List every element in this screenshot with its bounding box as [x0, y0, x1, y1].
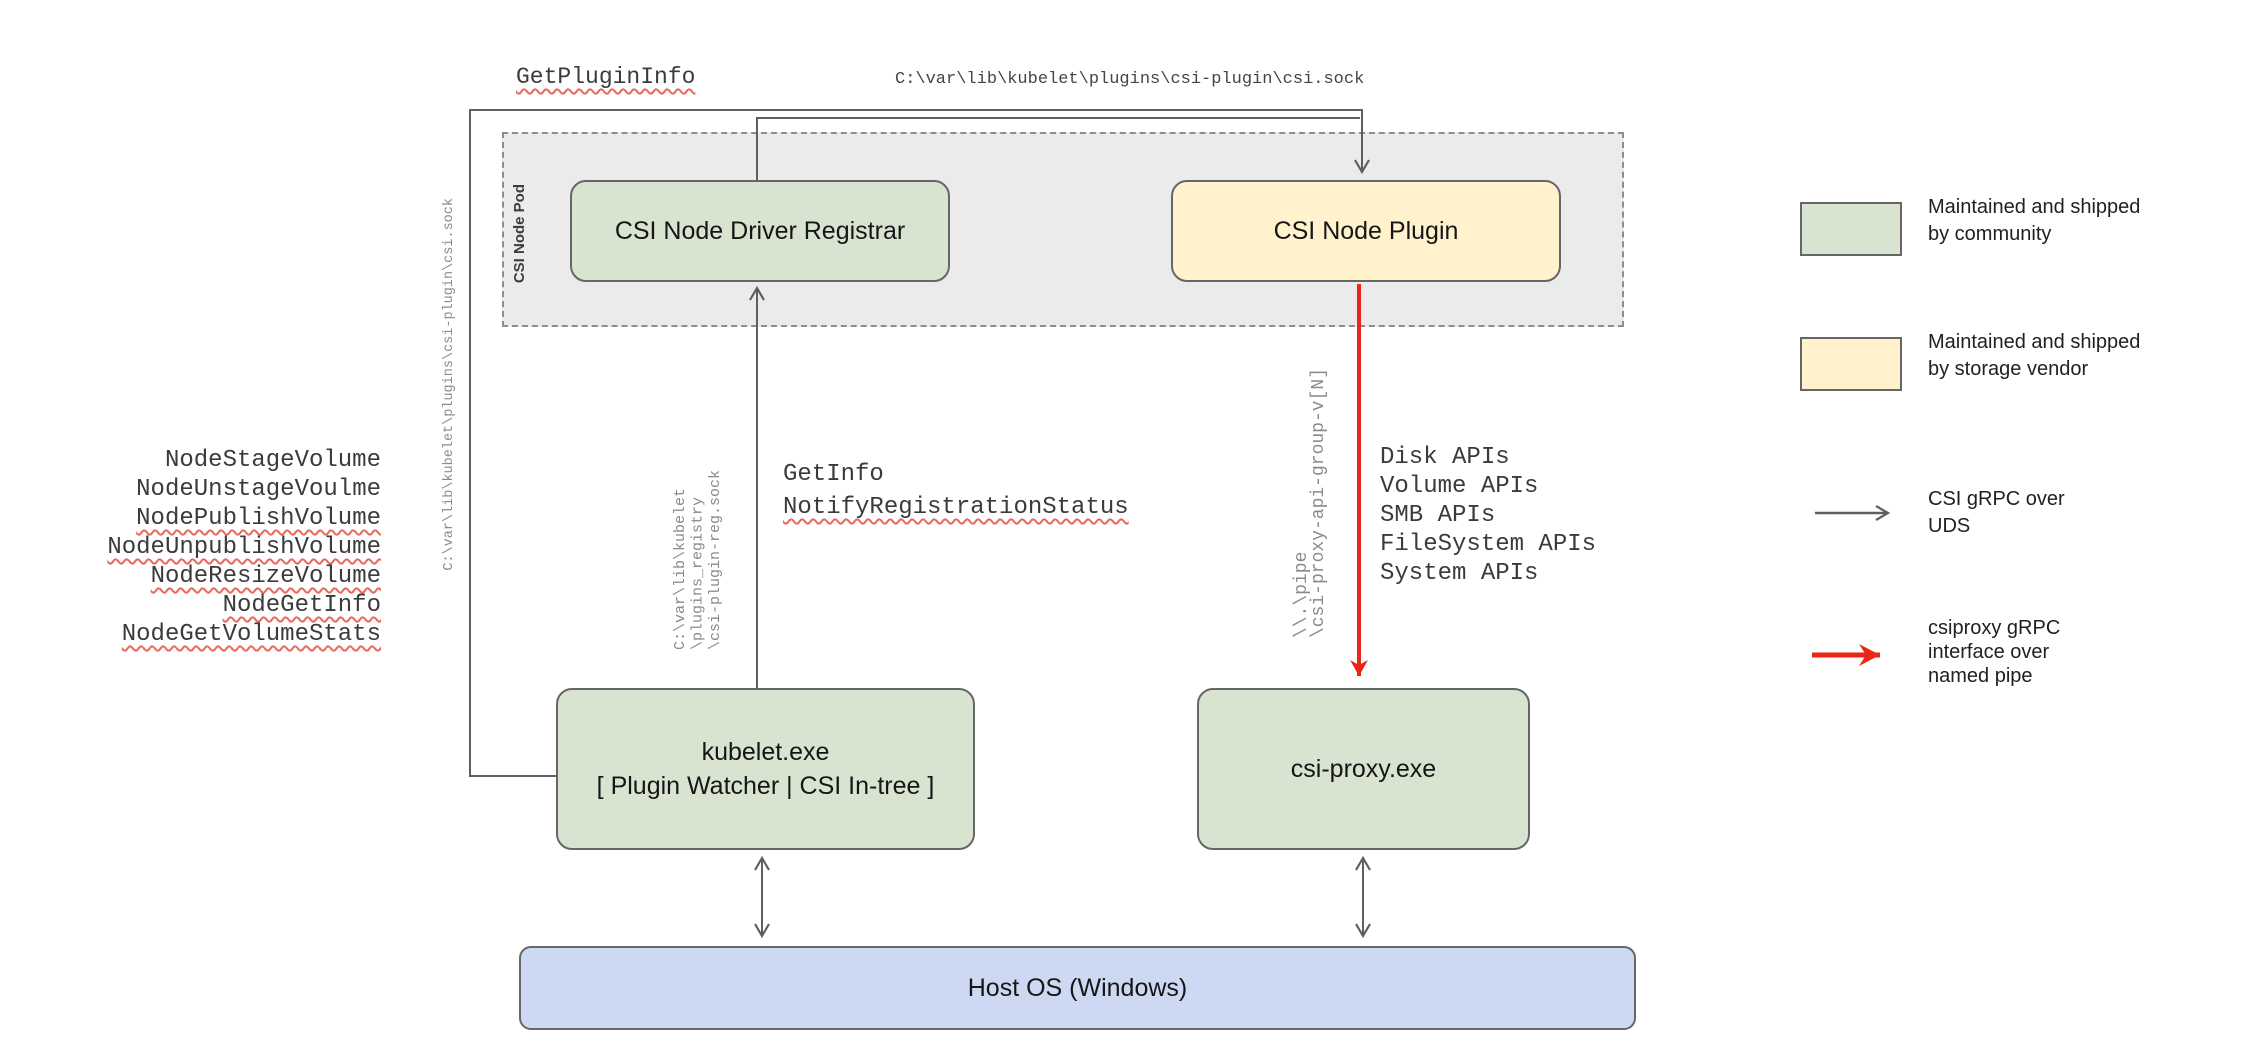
legend-vendor-text: Maintained and shipped by storage vendor: [1928, 331, 2141, 380]
get-info-label: GetInfo: [783, 461, 884, 488]
list-item: System APIs: [1380, 560, 1539, 587]
csi-node-plugin-box: CSI Node Plugin: [1171, 180, 1561, 282]
kubelet-label-line1: kubelet.exe: [701, 738, 830, 766]
list-item: NodeResizeVolume: [150, 563, 381, 590]
list-item: NodeUnstageVoulme: [136, 476, 381, 503]
list-item: Volume APIs: [1380, 473, 1539, 500]
csi-node-driver-registrar-box: CSI Node Driver Registrar: [570, 180, 950, 282]
list-item: NodeStageVolume: [164, 447, 381, 474]
csi-sock-path-top-label: C:\var\lib\kubelet\plugins\csi-plugin\cs…: [895, 70, 1365, 89]
kubelet-box: kubelet.exe [ Plugin Watcher | CSI In-tr…: [556, 688, 975, 850]
list-item: Disk APIs: [1380, 444, 1510, 471]
csi-sock-path-left-vertical-label: C:\var\lib\kubelet\plugins\csi-plugin\cs…: [442, 198, 457, 571]
registry-sock-path-vertical-label: C:\var\lib\kubelet \plugins_registry \cs…: [672, 470, 724, 651]
list-item: NodePublishVolume: [136, 505, 381, 532]
list-item: NodeUnpublishVolume: [107, 534, 381, 561]
named-pipe-path-vertical-label: \\.\pipe \csi-proxy-api-group-v[N]: [1292, 368, 1329, 639]
list-item: NodeGetInfo: [222, 592, 381, 619]
list-item: NodeGetVolumeStats: [121, 621, 381, 648]
get-plugin-info-label: GetPluginInfo: [516, 64, 696, 90]
list-item: SMB APIs: [1380, 502, 1496, 529]
csi-node-plugin-label: CSI Node Plugin: [1273, 216, 1459, 245]
legend-community-text: Maintained and shipped by community: [1928, 196, 2141, 245]
node-method-list: NodeStageVolume NodeUnstageVoulme NodePu…: [100, 446, 381, 649]
host-os-label: Host OS (Windows): [967, 973, 1188, 1002]
legend-uds-arrow-text: CSI gRPC over UDS: [1928, 488, 2065, 537]
notify-registration-status-label: NotifyRegistrationStatus: [783, 494, 1129, 521]
legend-community-swatch: [1800, 202, 1902, 256]
legend-named-pipe-arrow-text: csiproxy gRPC interface over named pipe: [1928, 617, 2061, 687]
list-item: FileSystem APIs: [1380, 531, 1597, 558]
csi-node-driver-registrar-label: CSI Node Driver Registrar: [614, 216, 906, 245]
csi-node-pod-label: CSI Node Pod: [511, 184, 528, 284]
registration-calls-group: GetInfo NotifyRegistrationStatus: [783, 458, 1129, 524]
kubelet-label-line2: [ Plugin Watcher | CSI In-tree ]: [596, 772, 935, 800]
csi-proxy-label: csi-proxy.exe: [1290, 754, 1437, 783]
csi-proxy-api-list: Disk APIs Volume APIs SMB APIs FileSyste…: [1380, 443, 1596, 588]
legend-vendor-swatch: [1800, 337, 1902, 391]
csi-proxy-box: csi-proxy.exe: [1197, 688, 1530, 850]
host-os-box: Host OS (Windows): [519, 946, 1636, 1030]
